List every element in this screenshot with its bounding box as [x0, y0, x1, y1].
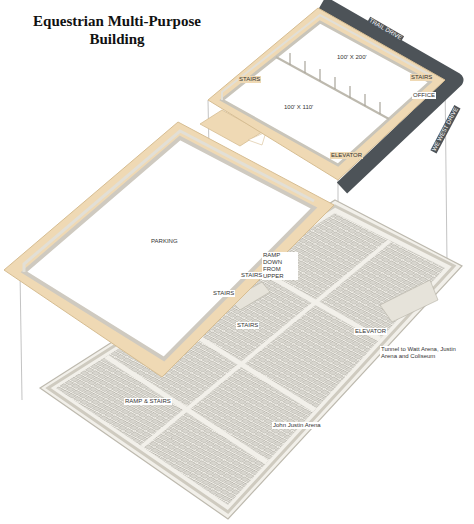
plan-label: 100' X 200' [336, 54, 368, 61]
plan-label: ELEVATOR [354, 328, 387, 335]
plan-label: RAMP & STAIRS [124, 398, 172, 405]
plan-label: STAIRS [240, 272, 263, 279]
upper-level [208, 3, 456, 188]
plan-label: STAIRS [212, 290, 235, 297]
plan-label: STAIRS [410, 74, 433, 81]
plan-label: Tunnel to Watt Arena, Justin Arena and C… [380, 346, 458, 360]
plan-label: RAMP DOWN FROM UPPER [262, 252, 298, 280]
plan-label: OFFICE [412, 92, 436, 99]
parking-level [4, 122, 334, 377]
plan-label: PARKING [150, 238, 179, 245]
plan-label: 100' X 110' [283, 104, 314, 111]
plan-label: John Justin Arena [272, 422, 322, 429]
plan-label: STAIRS [238, 76, 261, 83]
plan-label: STAIRS [236, 322, 259, 329]
plan-label: ELEVATOR [330, 152, 363, 159]
title: Equestrian Multi-Purpose Building [22, 12, 212, 48]
